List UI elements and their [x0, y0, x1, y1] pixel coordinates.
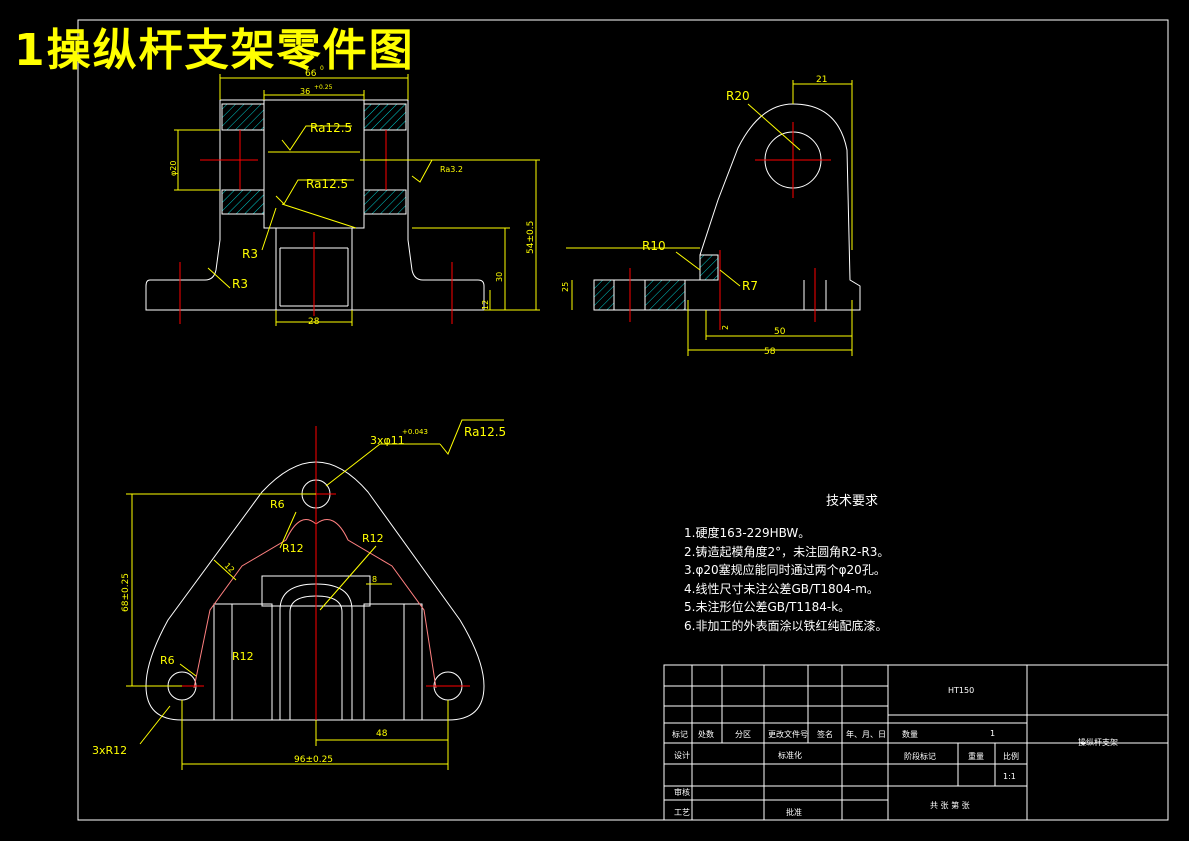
side-dim-58: 58: [764, 347, 776, 357]
side-r20: R20: [726, 89, 750, 103]
tech-item: 3.φ20塞规应能同时通过两个φ20孔。: [684, 563, 886, 577]
ra-side: Ra3.2: [440, 165, 463, 174]
top-view-dimensions: [126, 419, 504, 770]
tb-scale: 1:1: [1003, 772, 1016, 781]
title-block: [663, 664, 1169, 821]
tb-sign: 签名: [817, 730, 833, 739]
top-3xr12: 3xR12: [92, 744, 127, 757]
sheet-border: [77, 19, 1169, 821]
dim-36: 36: [300, 87, 310, 96]
tb-doc: 更改文件号: [768, 730, 808, 739]
top-ra: Ra12.5: [464, 425, 506, 439]
ra-top: Ra12.5: [310, 121, 352, 135]
front-view-centerlines: [179, 130, 453, 324]
top-view-centerlines: [160, 426, 470, 720]
tb-weight: 重量: [968, 752, 984, 761]
tech-requirements-title: 技术要求: [826, 494, 879, 509]
top-r6-left: R6: [160, 654, 175, 667]
tech-requirements-list: 1.硬度163-229HBW。 2.铸造起模角度2°，未注圆角R2-R3。 3.…: [684, 524, 889, 635]
side-dim-21: 21: [816, 75, 827, 85]
tb-count: 处数: [698, 730, 714, 739]
tech-item: 6.非加工的外表面涂以铁红纯配底漆。: [684, 618, 888, 633]
tb-design: 设计: [674, 751, 690, 760]
tech-item: 1.硬度163-229HBW。: [684, 526, 811, 540]
tb-review: 审核: [674, 788, 690, 797]
material-label: HT150: [948, 686, 975, 695]
dim-28: 28: [308, 317, 320, 327]
dim-54: 54±0.5: [526, 221, 536, 254]
top-view: [145, 461, 485, 721]
tb-part-name: 操纵杆支架: [1078, 738, 1118, 747]
dim-12: 12: [481, 300, 490, 310]
side-r7: R7: [742, 279, 758, 293]
tb-zone: 分区: [735, 730, 751, 739]
side-view-centerlines: [629, 122, 831, 330]
side-view: [593, 103, 861, 311]
side-view-dimensions: [566, 80, 853, 356]
top-dim-48: 48: [376, 729, 388, 739]
side-dim-2: 2: [721, 325, 730, 330]
tb-date: 年、月、日: [846, 730, 886, 739]
hole-spec: 3xφ11: [370, 434, 405, 447]
r3-lower: R3: [232, 277, 248, 291]
dim-36-tol: +0.25: [314, 84, 333, 91]
dim-66: 66: [305, 69, 317, 79]
hole-tol: +0.043: [402, 428, 428, 436]
top-dim-12: 12: [223, 561, 237, 575]
side-r10: R10: [642, 239, 666, 253]
tb-scale-label: 比例: [1003, 752, 1019, 761]
tb-standard: 标准化: [778, 751, 802, 760]
tb-qty-label: 数量: [902, 730, 918, 739]
tech-item: 2.铸造起模角度2°，未注圆角R2-R3。: [684, 544, 890, 559]
tb-process: 工艺: [674, 808, 690, 817]
front-view: [145, 99, 485, 311]
top-dim-8: 8: [372, 575, 377, 584]
top-r12-left: R12: [232, 650, 254, 663]
front-view-dimensions: [174, 74, 540, 326]
side-dim-25: 25: [561, 282, 570, 292]
side-dim-50: 50: [774, 327, 786, 337]
ra-mid: Ra12.5: [306, 177, 348, 191]
tb-approve: 批准: [786, 808, 802, 817]
dim-phi20: φ20: [169, 161, 178, 176]
top-dim-68: 68±0.25: [121, 573, 131, 612]
tb-sheets: 共 张 第 张: [930, 801, 970, 810]
dim-66-tol: 0: [320, 65, 324, 72]
top-r12: R12: [282, 542, 304, 555]
dim-30: 30: [495, 272, 504, 282]
tb-mark: 标记: [672, 730, 688, 739]
tech-item: 5.未注形位公差GB/T1184-k。: [684, 600, 851, 614]
drawing-title: 1操纵杆支架零件图: [14, 25, 415, 76]
r3-upper: R3: [242, 247, 258, 261]
tb-stage: 阶段标记: [904, 752, 936, 761]
tb-qty: 1: [990, 729, 996, 738]
top-dim-96: 96±0.25: [294, 755, 333, 765]
tech-item: 4.线性尺寸未注公差GB/T1804-m。: [684, 581, 879, 596]
top-r12-right: R12: [362, 532, 384, 545]
top-r6: R6: [270, 498, 285, 511]
